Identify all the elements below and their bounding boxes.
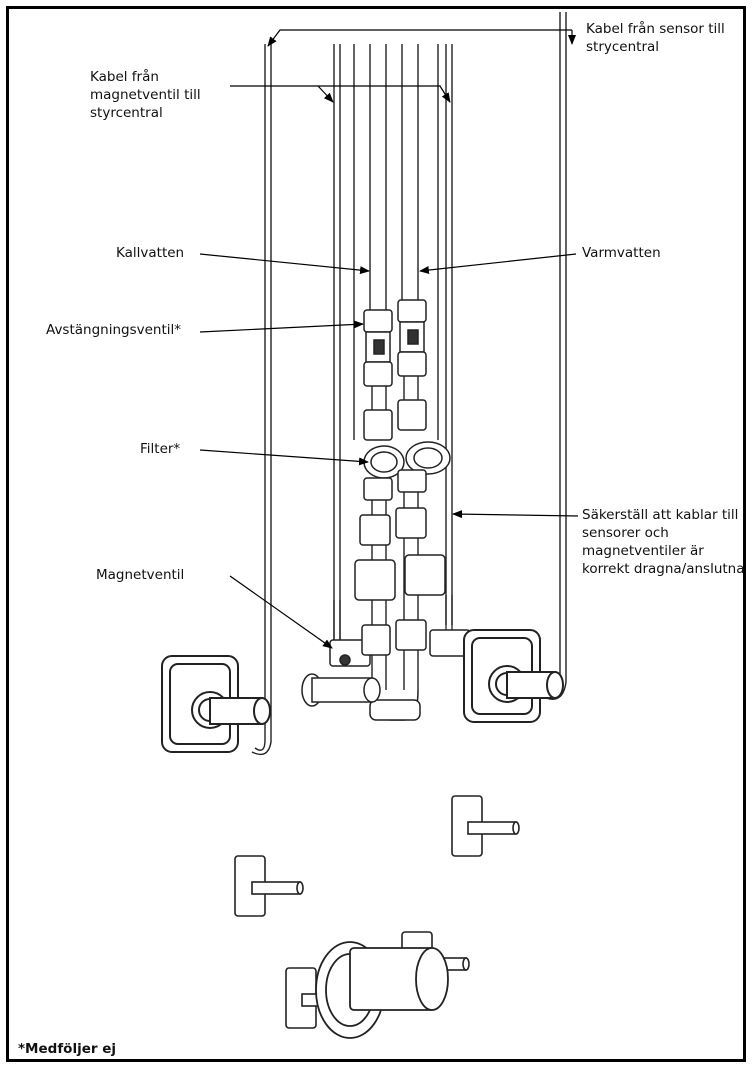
outlet-stub [301,673,381,707]
cold-water-pipe [369,44,387,310]
label-kallvatten: Kallvatten [116,245,185,261]
leader-sakerstall [452,510,579,519]
label-filter: Filter* [140,441,181,457]
leader-filter [199,449,369,466]
leader-sensor [267,29,572,47]
filters [363,399,451,501]
label-varmvatten: Varmvatten [582,245,661,261]
shutoff-valves [363,299,427,387]
leader-magnetventil [229,575,333,649]
wall-plate-left [161,655,271,753]
label-avstangningsventil: Avstängningsventil* [46,322,182,338]
leader-kallvatten [199,253,370,275]
label-kabel-magnetventil: Kabel från magnetventil till styrcentral [90,69,201,121]
label-magnetventil: Magnetventil [96,567,185,583]
leader-avstangning [199,320,364,333]
magnet-valve-assembly [329,507,471,721]
footnote: *Medföljer ej [18,1041,117,1057]
label-sakerstall: Säkerställ att kablar till sensorer och … [582,507,745,577]
mixer-body [315,941,449,1039]
label-kabel-sensor: Kabel från sensor till strycentral [586,21,725,55]
hot-water-pipe [401,44,419,300]
leader-magnet-cable [230,85,451,103]
leader-varmvatten [419,253,577,275]
sensor-cable-right [547,12,561,697]
wall-plate-right [463,629,564,723]
sensor-cable-left [254,44,266,751]
